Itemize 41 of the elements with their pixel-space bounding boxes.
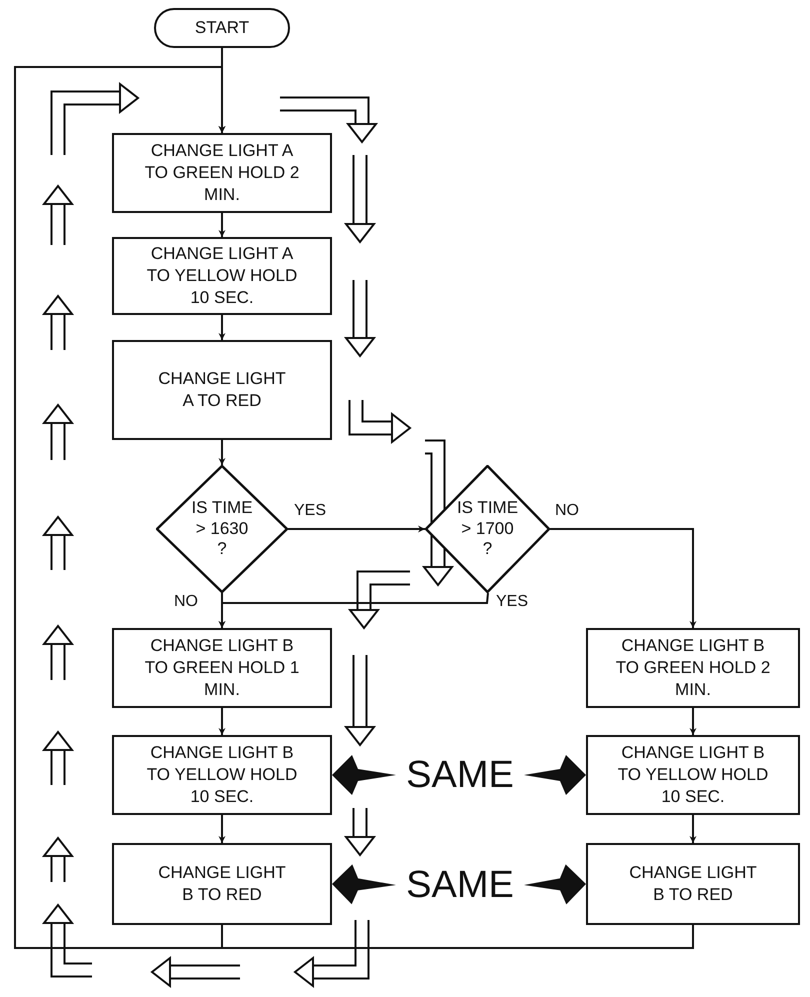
node-text: IS TIME > 1630 ? [190, 498, 254, 560]
thick-arrow [524, 864, 586, 904]
decision-diamond [156, 465, 288, 593]
arrow [218, 815, 226, 843]
node-text: CHANGE LIGHT B TO YELLOW HOLD 10 SEC. [616, 742, 770, 808]
same-label: SAME [406, 866, 514, 904]
node-text: CHANGE LIGHT B TO YELLOW HOLD 10 SEC. [146, 742, 298, 808]
arrow [14, 66, 694, 949]
node-text: START [194, 16, 250, 39]
arrow [218, 592, 489, 628]
process-box [112, 340, 332, 440]
arrow [218, 708, 226, 735]
process-box [112, 628, 332, 708]
process-box [586, 735, 800, 815]
arrow [550, 528, 696, 628]
thick-arrow [332, 864, 396, 904]
start-terminal [154, 8, 290, 48]
process-box [586, 628, 800, 708]
process-box [112, 735, 332, 815]
node-text: CHANGE LIGHT B TO GREEN HOLD 2 MIN. [614, 634, 772, 702]
process-box [112, 237, 332, 315]
arrow [218, 315, 226, 340]
node-text: CHANGE LIGHT B TO RED [629, 862, 757, 906]
node-text: CHANGE LIGHT A TO RED [158, 368, 286, 412]
arrow [690, 815, 696, 843]
thick-arrow [524, 755, 586, 795]
node-text: IS TIME > 1700 ? [456, 498, 520, 560]
node-text: CHANGE LIGHT A TO YELLOW HOLD 10 SEC. [146, 242, 298, 310]
process-box [586, 843, 800, 925]
process-box [112, 843, 332, 925]
arrow [218, 213, 226, 237]
thick-arrow [332, 755, 396, 795]
arrow [288, 526, 425, 532]
arrow [218, 440, 226, 465]
same-label: SAME [406, 756, 514, 794]
node-text: CHANGE LIGHT B TO GREEN HOLD 1 MIN. [144, 634, 300, 702]
decision-diamond [425, 465, 550, 593]
process-box [112, 133, 332, 213]
arrow [690, 708, 696, 735]
node-text: CHANGE LIGHT B TO RED [158, 862, 286, 906]
node-text: CHANGE LIGHT A TO GREEN HOLD 2 MIN. [144, 140, 300, 206]
